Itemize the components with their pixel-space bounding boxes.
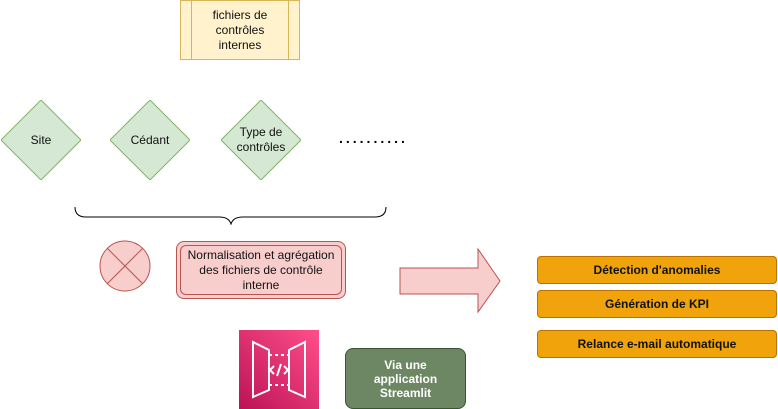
- ellipsis: ..........: [339, 130, 408, 146]
- output-anomaly-detection: Détection d'anomalies: [537, 256, 777, 284]
- note-text: fichiers de contrôles internes: [212, 7, 268, 52]
- diamond-label: Cédant: [130, 132, 170, 147]
- diamond-label: Type de contrôles: [236, 125, 286, 154]
- internal-control-files-note: fichiers de contrôles internes: [180, 0, 300, 60]
- output-label: Génération de KPI: [604, 297, 710, 311]
- cross-circle-icon: [99, 240, 151, 292]
- note-left-rule: [191, 1, 192, 59]
- diamond-shape: [221, 100, 301, 180]
- output-email-reminder: Relance e-mail automatique: [537, 330, 777, 358]
- diamond-site: Site: [1, 100, 81, 180]
- diamond-label: Site: [30, 132, 52, 147]
- diamond-shape: [1, 100, 81, 180]
- diamond-cedant: Cédant: [110, 100, 190, 180]
- output-label: Relance e-mail automatique: [577, 337, 737, 351]
- api-gateway-icon: [239, 330, 319, 409]
- normalisation-box: Normalisation et agrégation des fichiers…: [176, 241, 346, 299]
- output-label: Détection d'anomalies: [593, 263, 721, 277]
- grouping-brace: [74, 206, 387, 225]
- diamond-shape: [110, 100, 190, 180]
- streamlit-text: Via une application Streamlit: [373, 357, 438, 400]
- note-right-rule: [288, 1, 289, 59]
- normalisation-text: Normalisation et agrégation des fichiers…: [180, 245, 342, 295]
- arrow-right-icon: [399, 248, 501, 314]
- diamond-type-controles: Type de contrôles: [221, 100, 301, 180]
- streamlit-box: Via une application Streamlit: [345, 348, 466, 409]
- output-kpi-generation: Génération de KPI: [537, 290, 777, 318]
